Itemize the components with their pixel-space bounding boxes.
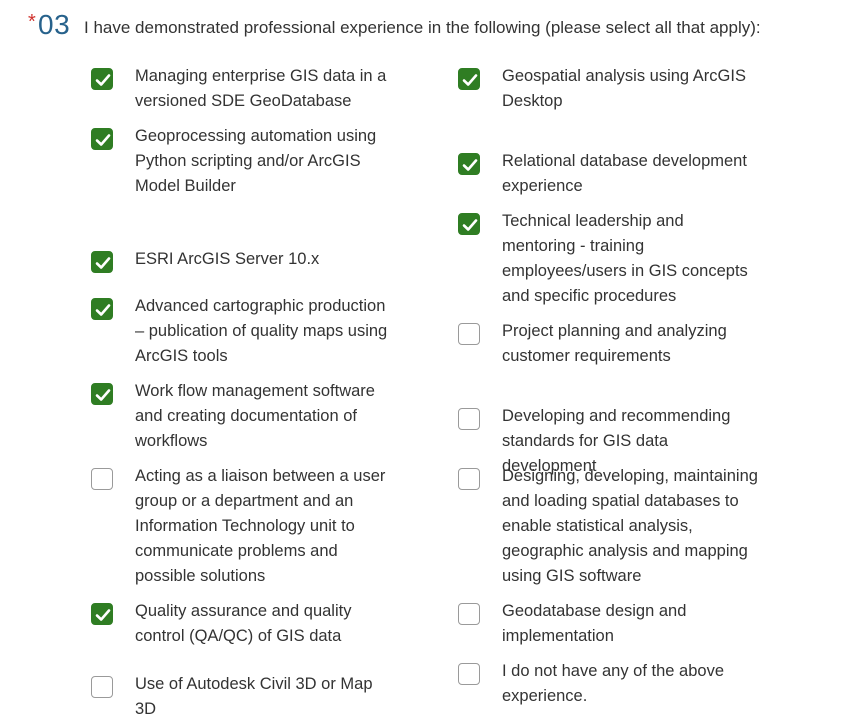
option-label: Geodatabase design and implementation — [502, 602, 687, 645]
checkbox[interactable] — [458, 323, 480, 345]
option-label: I do not have any of the above experienc… — [502, 662, 725, 705]
checkbox[interactable] — [458, 213, 480, 235]
checkbox[interactable] — [458, 408, 480, 430]
option-label: Developing and recommending standards fo… — [502, 407, 731, 475]
checkbox[interactable] — [91, 251, 113, 273]
checkbox[interactable] — [458, 603, 480, 625]
checkmark-icon — [95, 389, 111, 401]
required-marker: * — [28, 11, 36, 33]
option-label: Relational database development experien… — [502, 152, 747, 195]
question-number: 03 — [38, 9, 71, 40]
checkbox[interactable] — [91, 603, 113, 625]
option-label: Project planning and analyzing customer … — [502, 322, 727, 365]
option-label: Designing, developing, maintaining and l… — [502, 467, 758, 585]
checkbox[interactable] — [91, 468, 113, 490]
checkbox[interactable] — [458, 663, 480, 685]
checkbox[interactable] — [91, 128, 113, 150]
checkmark-icon — [462, 74, 478, 86]
checkmark-icon — [95, 609, 111, 621]
option-label: Managing enterprise GIS data in a versio… — [135, 67, 387, 110]
checkbox[interactable] — [91, 298, 113, 320]
question-text: I have demonstrated professional experie… — [84, 18, 761, 37]
checkbox[interactable] — [458, 153, 480, 175]
option-label: Advanced cartographic production – publi… — [135, 297, 388, 365]
checkbox[interactable] — [458, 468, 480, 490]
checkmark-icon — [462, 159, 478, 171]
checkmark-icon — [95, 74, 111, 86]
checkbox[interactable] — [91, 676, 113, 698]
checkbox[interactable] — [91, 68, 113, 90]
option-label: Quality assurance and quality control (Q… — [135, 602, 352, 645]
option-label: Use of Autodesk Civil 3D or Map 3D — [135, 675, 373, 718]
option-label: Geospatial analysis using ArcGIS Desktop — [502, 67, 746, 110]
checkmark-icon — [95, 304, 111, 316]
checkbox[interactable] — [91, 383, 113, 405]
checkmark-icon — [95, 134, 111, 146]
option-label: ESRI ArcGIS Server 10.x — [135, 250, 320, 268]
checkmark-icon — [95, 257, 111, 269]
option-label: Technical leadership and mentoring - tra… — [502, 212, 748, 305]
option-label: Acting as a liaison between a user group… — [135, 467, 386, 585]
option-label: Geoprocessing automation using Python sc… — [135, 127, 377, 195]
checkbox[interactable] — [458, 68, 480, 90]
option-label: Work flow management software and creati… — [135, 382, 375, 450]
checkmark-icon — [462, 219, 478, 231]
